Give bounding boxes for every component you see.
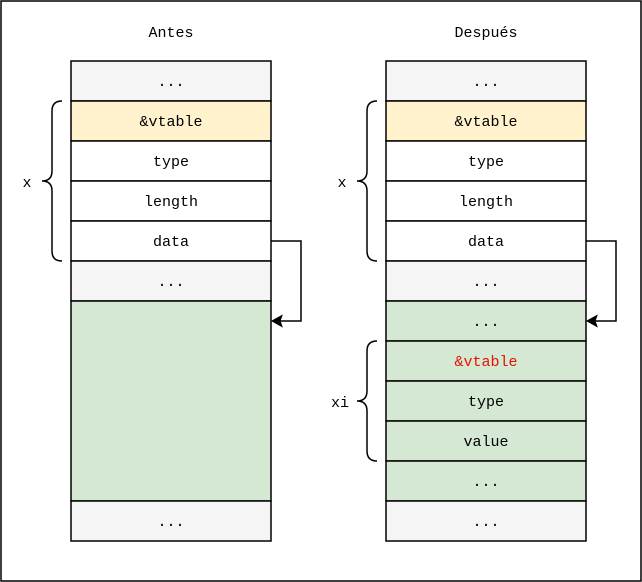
after-cell-xi-value-label: value (463, 434, 508, 451)
before-cell-length-label: length (144, 194, 198, 211)
after-arrow-head-icon (585, 314, 598, 328)
before-title: Antes (148, 25, 193, 42)
before-cell-data-label: data (153, 234, 189, 251)
before-cell-ellipsis-top (70, 60, 272, 102)
after-cell-ellipsis-top (385, 60, 587, 102)
before-arrow-head-icon (270, 314, 283, 328)
before-cell-ellipsis-mid-label: ... (157, 274, 184, 291)
before-cell-free-space (70, 300, 272, 502)
after-cell-xi-vtable-label: &vtable (454, 354, 517, 371)
after-cell-type-label: type (468, 154, 504, 171)
after-data-pointer-arrow (586, 240, 617, 322)
after-cell-ellipsis-bottom (385, 500, 587, 542)
after-cell-ellipsis-green-top-label: ... (472, 314, 499, 331)
after-xi-label: xi (331, 395, 349, 412)
after-cell-xi-value (385, 420, 587, 462)
before-column: ... &vtable type length data ... ... (70, 60, 272, 542)
after-cell-ellipsis-mid (385, 260, 587, 302)
before-cell-ellipsis-top-label: ... (157, 74, 184, 91)
after-column: ... &vtable type length data ... ... &vt… (385, 60, 587, 542)
before-cell-data (70, 220, 272, 262)
before-cell-vtable-label: &vtable (139, 114, 202, 131)
before-data-pointer-arrow (271, 240, 302, 322)
after-cell-xi-type-label: type (468, 394, 504, 411)
after-cell-xi-vtable (385, 340, 587, 382)
after-cell-ellipsis-mid-label: ... (472, 274, 499, 291)
before-x-brace (41, 100, 63, 262)
after-cell-length-label: length (459, 194, 513, 211)
after-cell-vtable (385, 100, 587, 142)
before-cell-ellipsis-bottom (70, 500, 272, 542)
after-x-label: x (337, 175, 346, 192)
before-x-label: x (22, 175, 31, 192)
after-xi-brace (356, 340, 378, 462)
before-cell-type-label: type (153, 154, 189, 171)
after-cell-ellipsis-top-label: ... (472, 74, 499, 91)
before-cell-ellipsis-bottom-label: ... (157, 514, 184, 531)
after-cell-ellipsis-green-bottom-label: ... (472, 474, 499, 491)
after-cell-data-label: data (468, 234, 504, 251)
after-cell-type (385, 140, 587, 182)
after-cell-ellipsis-bottom-label: ... (472, 514, 499, 531)
after-title: Después (454, 25, 517, 42)
after-cell-length (385, 180, 587, 222)
after-cell-xi-type (385, 380, 587, 422)
before-cell-type (70, 140, 272, 182)
after-cell-vtable-label: &vtable (454, 114, 517, 131)
after-cell-ellipsis-green-bottom (385, 460, 587, 502)
after-x-brace (356, 100, 378, 262)
